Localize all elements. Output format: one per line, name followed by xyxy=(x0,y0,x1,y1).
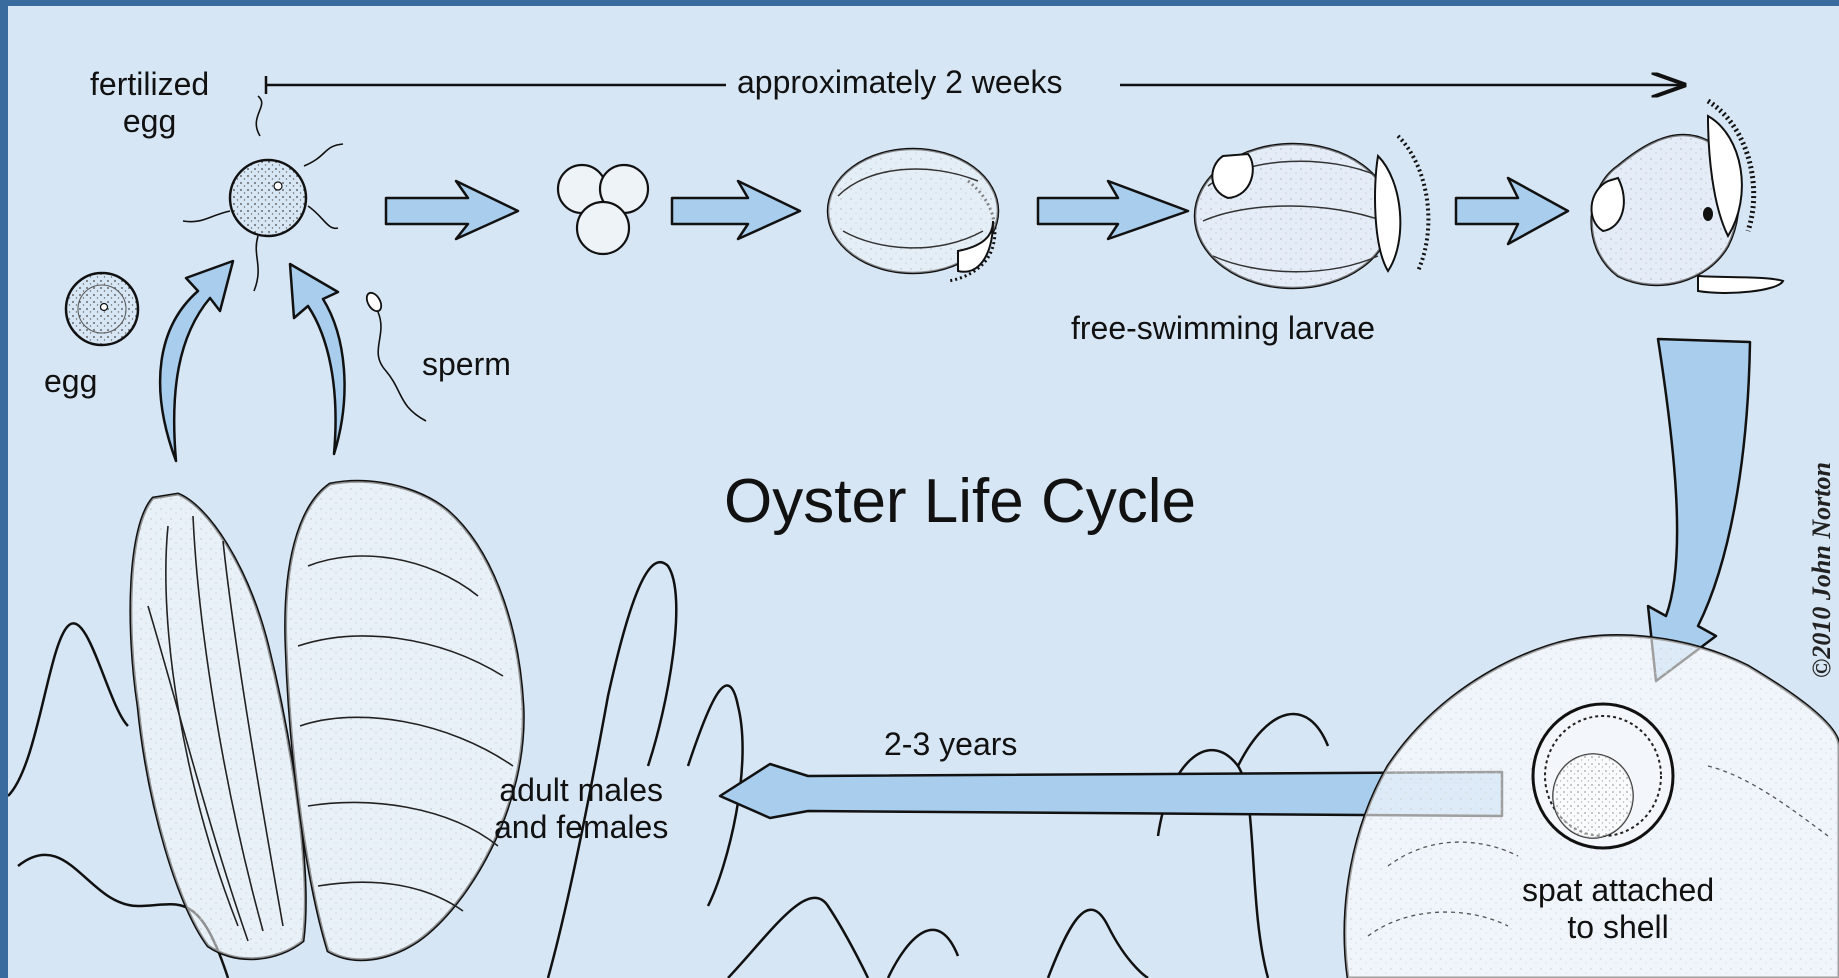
egg-icon xyxy=(66,273,138,345)
larva-stage-3-icon xyxy=(1592,101,1783,293)
diagram-title: Oyster Life Cycle xyxy=(724,466,1196,537)
label-egg: egg xyxy=(44,363,97,400)
label-sperm: sperm xyxy=(422,346,511,383)
label-adults: adult males and females xyxy=(494,772,668,846)
spawn-arrows xyxy=(160,261,344,461)
label-fertilized-egg: fertilizedegg xyxy=(90,66,209,140)
credit-text: ©2010 John Norton xyxy=(1807,462,1837,678)
label-fertilized-egg-line2: egg xyxy=(90,103,209,140)
label-years: 2-3 years xyxy=(884,726,1017,763)
larva-stage-1-icon xyxy=(828,149,998,281)
diagram-canvas: fertilizedegg approximately 2 weeks egg … xyxy=(8,6,1839,978)
label-spat: spat attached to shell xyxy=(1522,872,1714,946)
embryo-icon xyxy=(558,165,648,254)
label-fertilized-egg-line1: fertilized xyxy=(90,66,209,103)
adult-oysters-icon xyxy=(131,481,523,959)
label-free-swimming-larvae: free-swimming larvae xyxy=(1071,310,1375,347)
sperm-icon xyxy=(364,290,426,421)
larva-stage-2-icon xyxy=(1195,136,1428,288)
label-duration-weeks: approximately 2 weeks xyxy=(733,64,1066,101)
